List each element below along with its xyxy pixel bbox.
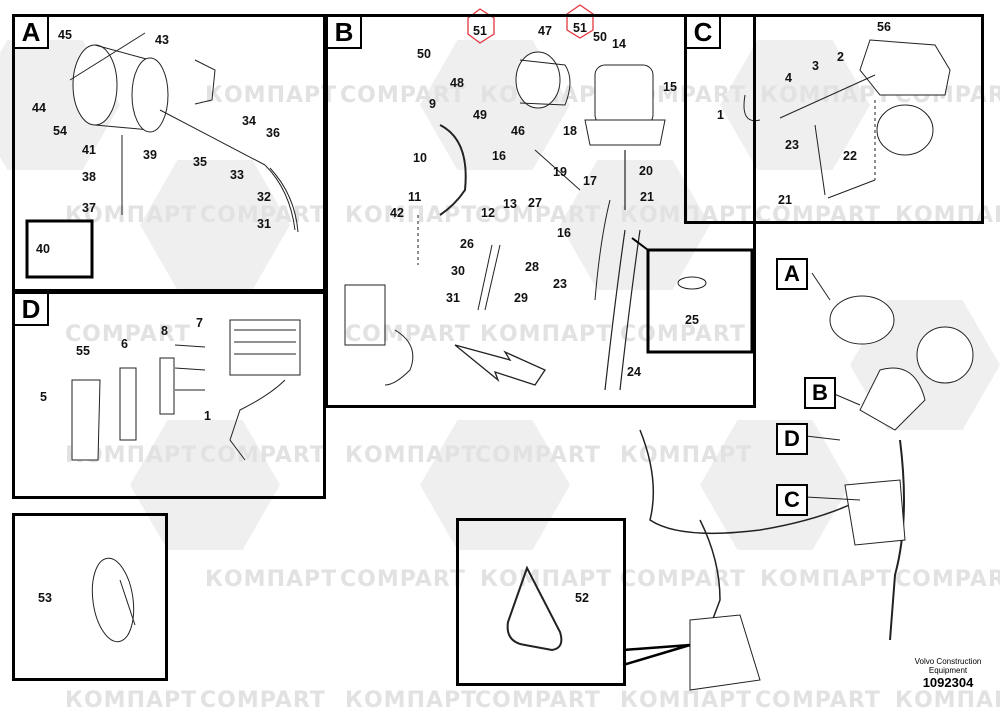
bracket-d bbox=[71, 319, 301, 461]
part-label: 13 bbox=[503, 197, 517, 211]
part-label: 29 bbox=[514, 291, 528, 305]
part-label: 32 bbox=[257, 190, 271, 204]
part-label: 26 bbox=[460, 237, 474, 251]
part-label: 34 bbox=[242, 114, 256, 128]
part-label: 15 bbox=[663, 80, 677, 94]
part-label: 25 bbox=[685, 313, 699, 327]
overview-callout-d[interactable]: D bbox=[776, 423, 808, 455]
part-label: 21 bbox=[778, 193, 792, 207]
highlight-hex bbox=[467, 8, 495, 44]
part-label: 39 bbox=[143, 148, 157, 162]
part-label: 6 bbox=[121, 337, 128, 351]
brand-line-1: Volvo Construction bbox=[914, 657, 982, 666]
panel-c: C bbox=[684, 14, 984, 224]
part-label: 7 bbox=[196, 316, 203, 330]
part-label: 47 bbox=[538, 24, 552, 38]
part-label: 53 bbox=[38, 591, 52, 605]
part-label: 11 bbox=[408, 190, 422, 204]
part-label: 38 bbox=[82, 170, 96, 184]
overview-callout-c[interactable]: C bbox=[776, 484, 808, 516]
panel-b: B bbox=[325, 14, 756, 408]
part-label-highlighted: 51 bbox=[573, 21, 587, 35]
part-label: 1 bbox=[717, 108, 724, 122]
part-label: 42 bbox=[390, 206, 404, 220]
panel-letter: B bbox=[328, 17, 362, 49]
part-label: 17 bbox=[583, 174, 597, 188]
part-label: 4 bbox=[785, 71, 792, 85]
highlight-hex bbox=[566, 4, 594, 39]
part-label: 20 bbox=[639, 164, 653, 178]
panel-d: D bbox=[12, 291, 326, 499]
part-label: 14 bbox=[612, 37, 626, 51]
part-label: 23 bbox=[785, 138, 799, 152]
part-label: 50 bbox=[417, 47, 431, 61]
part-label: 54 bbox=[53, 124, 67, 138]
part-label: 27 bbox=[528, 196, 542, 210]
part-label: 50 bbox=[593, 30, 607, 44]
air-dryer-b bbox=[344, 51, 666, 391]
panel-letter: D bbox=[15, 294, 49, 326]
part-label: 24 bbox=[627, 365, 641, 379]
part-label: 35 bbox=[193, 155, 207, 169]
part-label: 28 bbox=[525, 260, 539, 274]
part-label: 49 bbox=[473, 108, 487, 122]
part-label: 33 bbox=[230, 168, 244, 182]
part-label: 56 bbox=[877, 20, 891, 34]
part-label: 1 bbox=[204, 409, 211, 423]
part-label: 43 bbox=[155, 33, 169, 47]
panel-letter: A bbox=[15, 17, 49, 49]
part-label: 10 bbox=[413, 151, 427, 165]
part-label: 18 bbox=[563, 124, 577, 138]
part-label: 46 bbox=[511, 124, 525, 138]
overview-callout-b[interactable]: B bbox=[804, 377, 836, 409]
part-label: 31 bbox=[257, 217, 271, 231]
part-label: 16 bbox=[557, 226, 571, 240]
part-label: 44 bbox=[32, 101, 46, 115]
part-label: 8 bbox=[161, 324, 168, 338]
part-label: 37 bbox=[82, 201, 96, 215]
brand-line-2: Equipment bbox=[928, 666, 968, 675]
part-label: 55 bbox=[76, 344, 90, 358]
panel-cable-tie bbox=[12, 513, 168, 681]
part-label: 3 bbox=[812, 59, 819, 73]
panel-belt bbox=[456, 518, 626, 686]
part-label: 48 bbox=[450, 76, 464, 90]
part-label: 19 bbox=[553, 165, 567, 179]
part-label: 30 bbox=[451, 264, 465, 278]
part-label: 40 bbox=[36, 242, 50, 256]
part-label: 21 bbox=[640, 190, 654, 204]
part-label: 45 bbox=[58, 28, 72, 42]
overview-sketch bbox=[639, 272, 974, 691]
air-tank-a bbox=[69, 32, 299, 233]
part-label: 5 bbox=[40, 390, 47, 404]
part-label: 36 bbox=[266, 126, 280, 140]
drawing-number: 1092304 bbox=[922, 675, 974, 690]
part-label: 52 bbox=[575, 591, 589, 605]
panel-letter: C bbox=[687, 17, 721, 49]
part-label: 31 bbox=[446, 291, 460, 305]
part-label: 22 bbox=[843, 149, 857, 163]
compressor-c bbox=[743, 39, 951, 199]
part-label: 23 bbox=[553, 277, 567, 291]
panel-a: A bbox=[12, 14, 326, 292]
part-label: 9 bbox=[429, 97, 436, 111]
part-label: 41 bbox=[82, 143, 96, 157]
part-label: 2 bbox=[837, 50, 844, 64]
part-label: 12 bbox=[481, 206, 495, 220]
part-label-highlighted: 51 bbox=[473, 24, 487, 38]
part-label: 16 bbox=[492, 149, 506, 163]
brand-text: Volvo Construction Equipment bbox=[908, 657, 988, 675]
overview-callout-a[interactable]: A bbox=[776, 258, 808, 290]
